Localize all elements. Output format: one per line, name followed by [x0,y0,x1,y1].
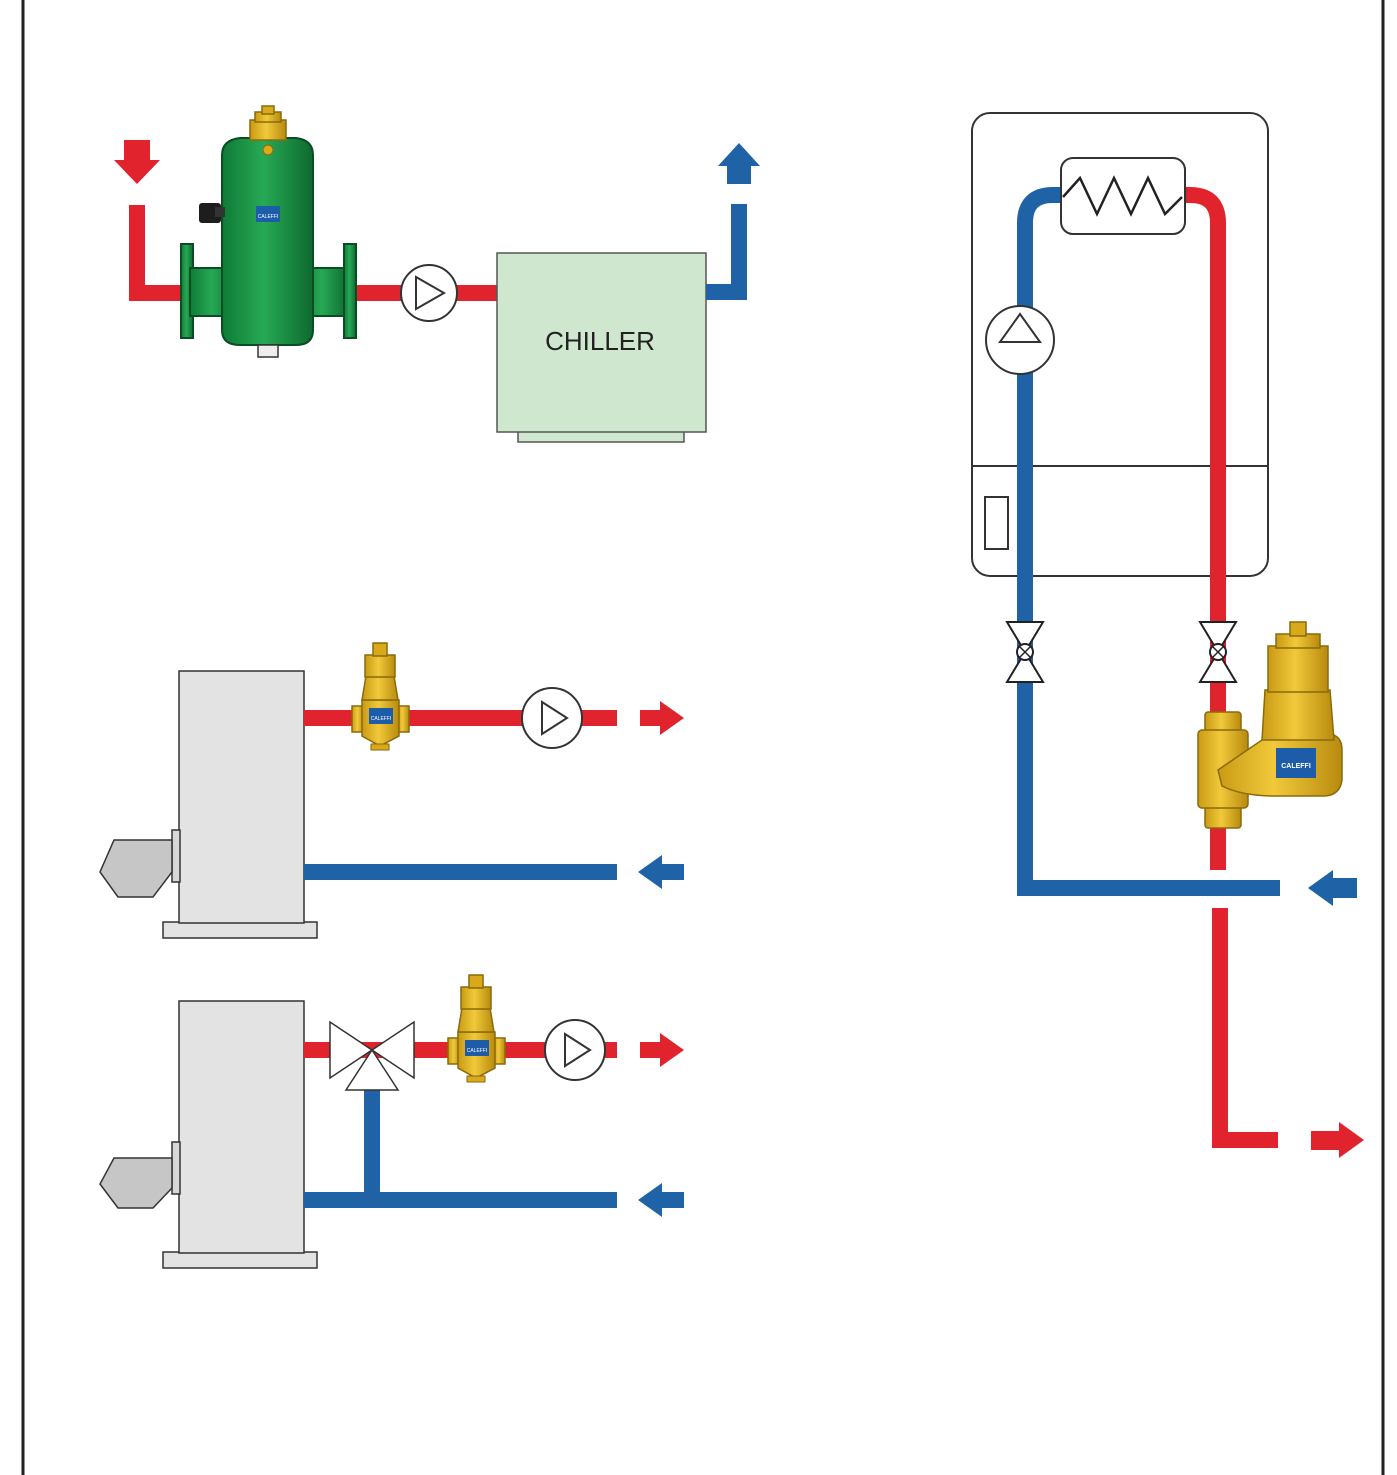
brass-dirt-separator: CALEFFI [1197,621,1343,829]
isolation-valve-icon [1198,621,1238,683]
right-arrow-icon [640,701,684,735]
pump-icon [400,264,458,322]
air-separator-logo: CALEFFI [371,716,392,722]
left-arrow-icon [1308,870,1357,906]
floor-boiler-body [178,1000,305,1254]
up-arrow-icon [718,143,760,184]
floor-boiler-body [178,670,305,924]
heat-exchanger-icon [1060,157,1186,235]
hot-pipe-boiler [1170,187,1226,870]
isolation-valve-icon [1005,621,1045,683]
burner-flange [171,829,181,883]
boiler-base [162,1251,318,1269]
brass-air-separator: CALEFFI [351,642,410,751]
wall-boiler-circuit: CALEFFI [971,112,1364,1158]
right-arrow-icon [1311,1122,1364,1158]
left-arrow-icon [638,1183,684,1217]
floor-boiler-circuit-1: CALEFFI [99,642,684,939]
floor-boiler-circuit-2: CALEFFI [99,974,684,1269]
chiller-circuit: CALEFFI CHILLER [114,105,760,443]
boiler-base [162,921,318,939]
right-arrow-icon [640,1033,684,1067]
boiler-display [984,496,1009,550]
hot-pipe-lower [1212,908,1278,1148]
boiler-pump-icon [985,305,1055,375]
left-arrow-icon [638,855,684,889]
cold-pipe-boiler [1017,187,1280,896]
chiller-label: CHILLER [545,326,655,356]
down-arrow-icon [114,140,160,184]
brass-air-separator: CALEFFI [447,974,506,1083]
pump-icon [521,687,583,749]
burner-icon [99,1157,173,1209]
brass-separator-logo: CALEFFI [1281,763,1311,770]
green-air-dirt-separator: CALEFFI [180,105,357,358]
hot-pipe-inlet [129,205,185,301]
chiller-unit: CHILLER [496,252,707,443]
wall-boiler-casing [971,112,1269,577]
separator-brand-logo: CALEFFI [258,214,279,220]
air-separator-logo: CALEFFI [467,1048,488,1054]
cold-pipe-outlet [706,204,747,300]
pump-icon [544,1019,606,1081]
burner-flange [171,1141,181,1195]
burner-icon [99,839,173,898]
three-way-mixing-valve-icon [329,1020,415,1091]
